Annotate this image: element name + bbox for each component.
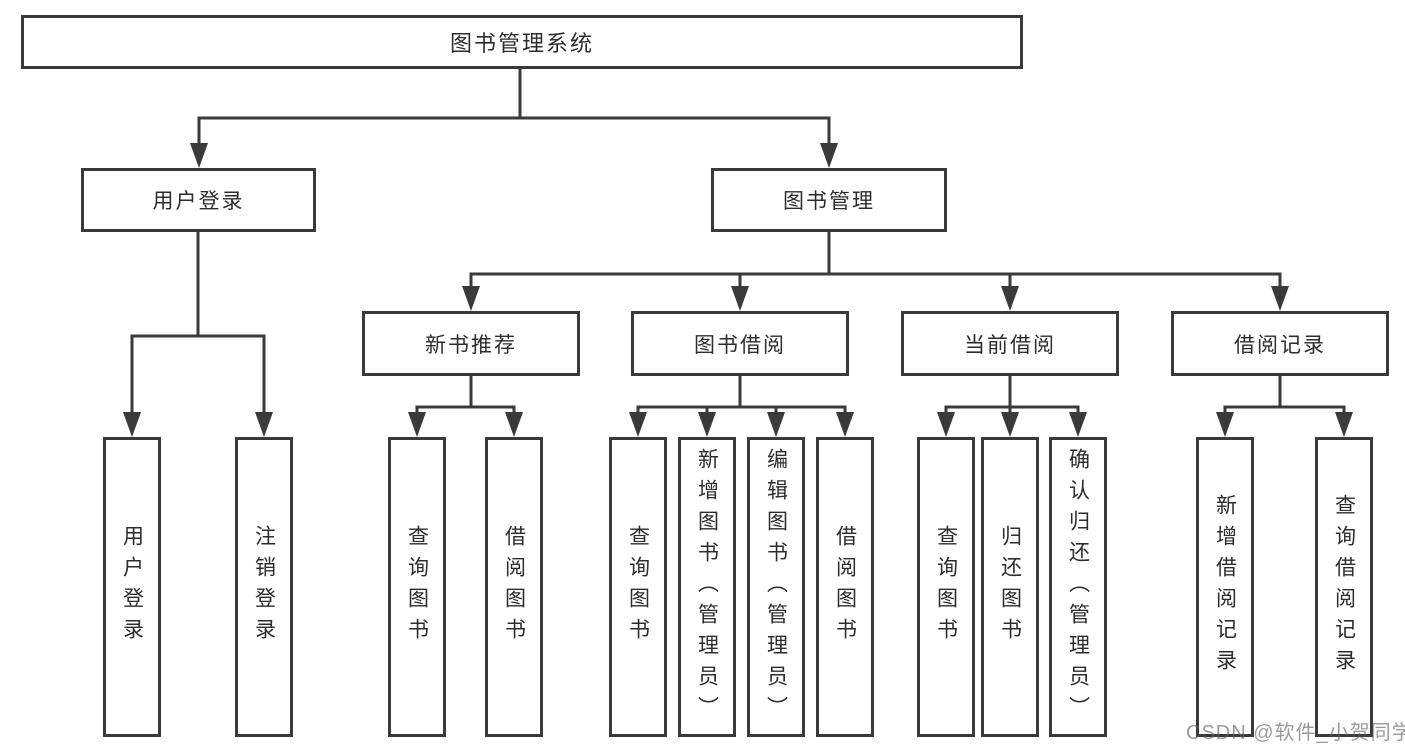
- node-logout-label: 注销登录: [252, 525, 276, 649]
- arrowhead: [698, 412, 716, 437]
- arrowhead: [1069, 412, 1087, 437]
- arrowhead: [1216, 412, 1234, 437]
- node-book-management-label: 图书管理: [783, 190, 875, 213]
- node-cb-confirm-return-admin: 确认归还（管理员）: [1049, 437, 1107, 737]
- node-bb-edit-book-admin-label: 编辑图书（管理员）: [764, 447, 788, 727]
- node-bb-edit-book-admin: 编辑图书（管理员）: [747, 437, 805, 737]
- arrowhead: [505, 412, 523, 437]
- node-user-login: 用户登录: [81, 168, 316, 232]
- arrowhead: [1335, 412, 1353, 437]
- node-book-management: 图书管理: [711, 168, 947, 232]
- arrowhead: [937, 412, 955, 437]
- connector-newbook-children: [415, 374, 516, 414]
- arrowhead: [1001, 412, 1019, 437]
- node-new-book-recommend: 新书推荐: [362, 311, 580, 376]
- node-borrow-record-label: 借阅记录: [1234, 333, 1326, 357]
- connector-root-to-level2: [197, 67, 831, 145]
- node-bb-add-book-admin-label: 新增图书（管理员）: [695, 447, 719, 727]
- node-current-borrow-label: 当前借阅: [964, 333, 1056, 357]
- node-nb-query-book: 查询图书: [388, 437, 446, 737]
- arrowhead: [820, 143, 838, 168]
- node-borrow-record: 借阅记录: [1171, 311, 1389, 376]
- connector-bookmgmt-level3: [469, 230, 1282, 288]
- node-bb-add-book-admin: 新增图书（管理员）: [678, 437, 736, 737]
- arrowhead: [836, 412, 854, 437]
- node-book-borrow-label: 图书借阅: [694, 333, 786, 357]
- node-bb-borrow-book: 借阅图书: [816, 437, 874, 737]
- node-bb-query-book-label: 查询图书: [626, 525, 650, 649]
- node-cb-query-book-label: 查询图书: [934, 525, 958, 649]
- node-br-query-record-label: 查询借阅记录: [1332, 494, 1356, 680]
- arrowhead: [408, 412, 426, 437]
- arrowhead: [123, 412, 141, 437]
- arrowhead: [1001, 286, 1019, 311]
- node-nb-query-book-label: 查询图书: [405, 525, 429, 649]
- arrowhead: [629, 412, 647, 437]
- node-bb-borrow-book-label: 借阅图书: [833, 525, 857, 649]
- node-library-system: 图书管理系统: [21, 15, 1023, 69]
- node-logout: 注销登录: [235, 437, 293, 737]
- node-br-add-record-label: 新增借阅记录: [1213, 494, 1237, 680]
- node-nb-borrow-book: 借阅图书: [485, 437, 543, 737]
- watermark: CSDN @软件_小贺同学: [1186, 722, 1405, 744]
- node-br-add-record: 新增借阅记录: [1196, 437, 1254, 737]
- arrowhead: [1271, 286, 1289, 311]
- connector-bookborrow-children: [636, 374, 847, 414]
- arrowhead: [190, 143, 208, 168]
- node-current-borrow: 当前借阅: [901, 311, 1119, 376]
- node-cb-query-book: 查询图书: [917, 437, 975, 737]
- arrowhead: [767, 412, 785, 437]
- arrowhead: [462, 286, 480, 311]
- arrowheads: [123, 143, 1353, 437]
- connector-currentborrow-children: [944, 374, 1080, 414]
- node-br-query-record: 查询借阅记录: [1315, 437, 1373, 737]
- node-new-book-recommend-label: 新书推荐: [425, 333, 517, 357]
- node-user-login-label: 用户登录: [152, 190, 245, 213]
- connector-userlogin-children: [130, 230, 266, 414]
- node-book-borrow: 图书借阅: [631, 311, 849, 376]
- node-library-system-label: 图书管理系统: [449, 31, 594, 56]
- arrowhead: [731, 286, 749, 311]
- node-cb-return-book-label: 归还图书: [998, 525, 1022, 649]
- node-cb-return-book: 归还图书: [981, 437, 1039, 737]
- node-cb-confirm-return-admin-label: 确认归还（管理员）: [1066, 447, 1090, 727]
- connector-borrowrecord-children: [1223, 374, 1346, 414]
- node-nb-borrow-book-label: 借阅图书: [502, 525, 526, 649]
- node-user-login-leaf-label: 用户登录: [120, 525, 144, 649]
- node-bb-query-book: 查询图书: [609, 437, 667, 737]
- node-user-login-leaf: 用户登录: [103, 437, 161, 737]
- arrowhead: [255, 412, 273, 437]
